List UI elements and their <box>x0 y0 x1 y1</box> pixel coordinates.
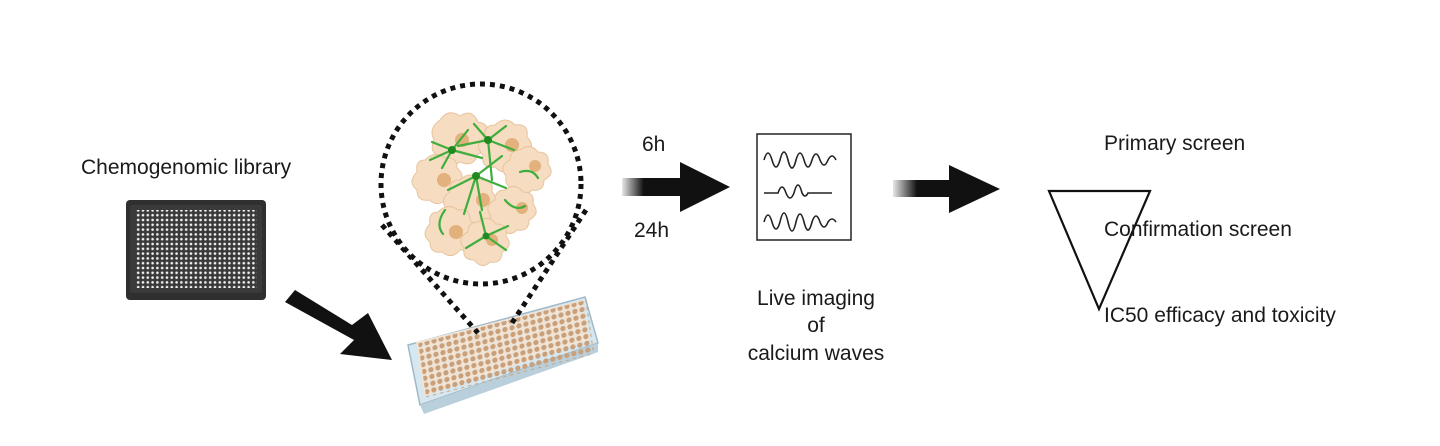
compound-library-plate <box>126 200 266 300</box>
confirmation-screen-label: Confirmation screen <box>1104 218 1292 241</box>
primary-screen-label: Primary screen <box>1104 132 1246 155</box>
imaging-label-line1: Live imaging <box>757 287 875 310</box>
timepoint-arrow <box>622 162 730 212</box>
library-label: Chemogenomic library <box>81 156 292 179</box>
magnified-cell-culture <box>378 81 584 287</box>
ic50-label: IC50 efficacy and toxicity <box>1104 304 1336 327</box>
timepoint-24h-label: 24h <box>634 219 670 242</box>
imaging-label-line3: calcium waves <box>747 341 885 365</box>
calcium-wave-traces <box>756 133 852 241</box>
assay-plate <box>407 296 599 414</box>
screening-arrow <box>893 165 1000 213</box>
timepoint-6h-label: 6h <box>642 133 666 156</box>
imaging-label-line2: of <box>807 314 825 338</box>
imaging-label: Live imaging of calcium waves <box>706 285 926 367</box>
screening-funnel <box>1047 189 1152 312</box>
library-to-plate-arrow <box>285 290 392 360</box>
